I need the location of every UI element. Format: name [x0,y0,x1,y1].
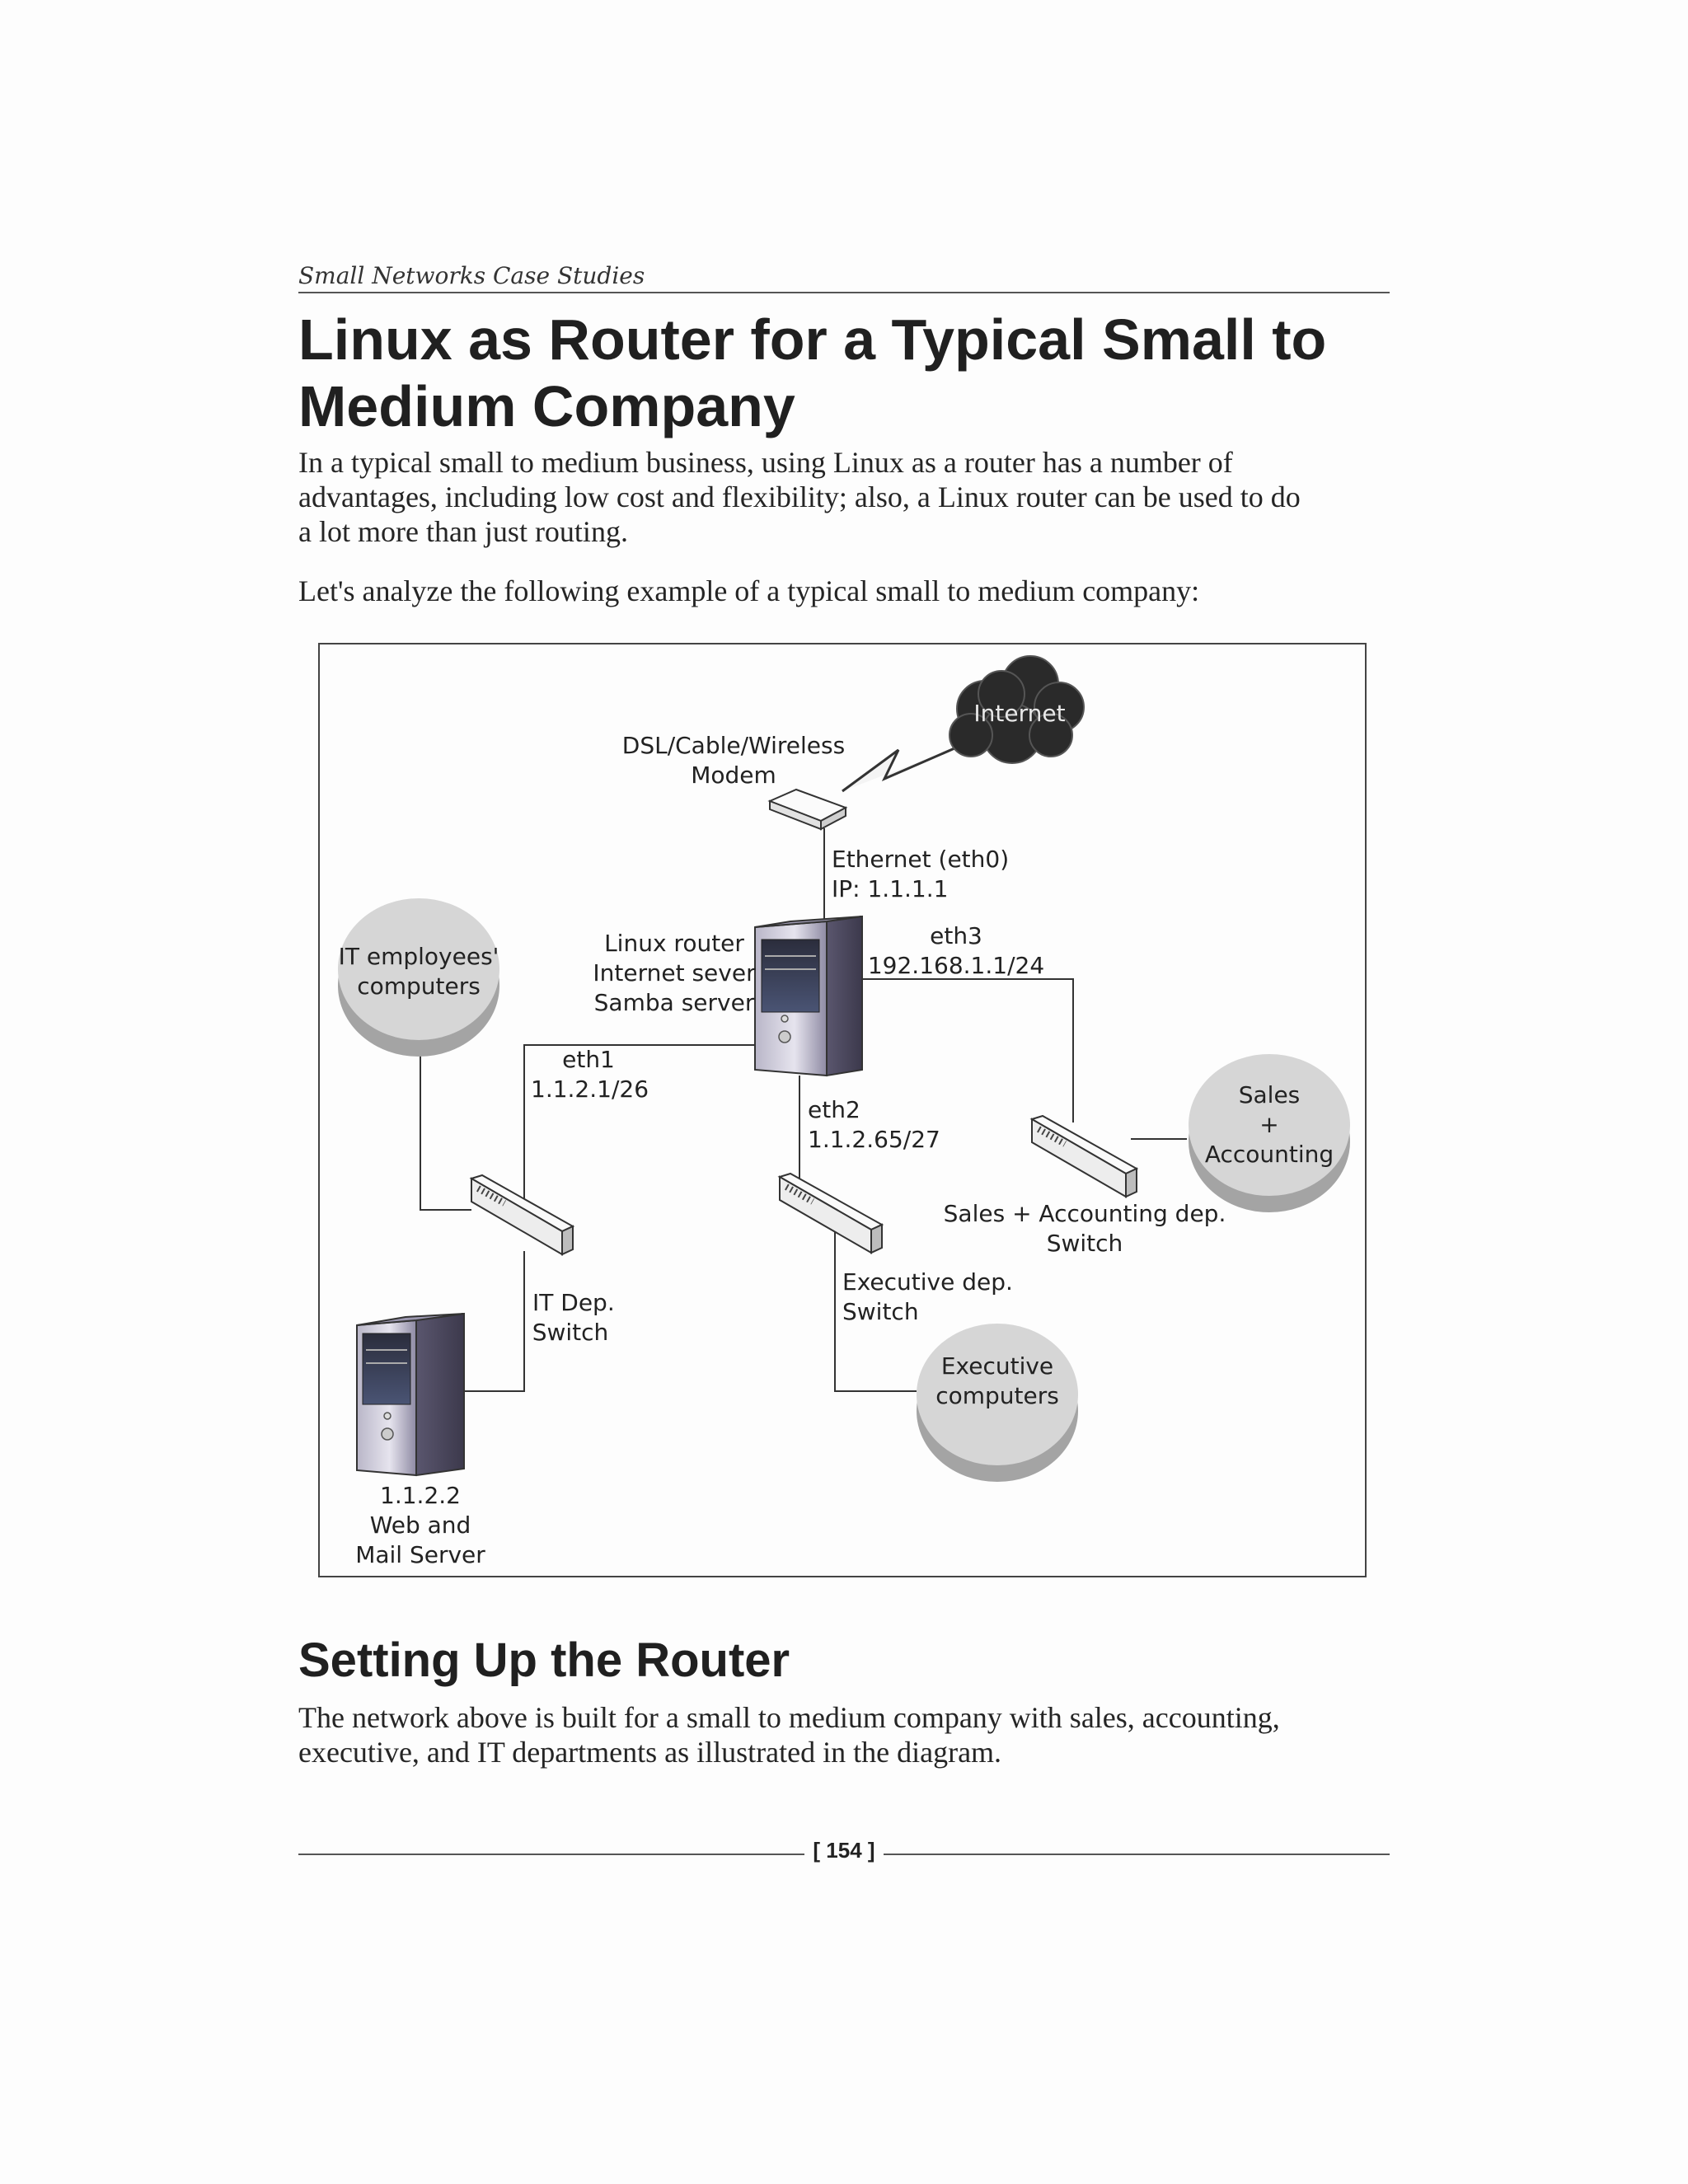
section-title: Setting Up the Router [298,1633,790,1687]
link-exec-switch-computers [834,1228,917,1392]
svg-text:Internet sever: Internet sever [593,959,756,987]
lead-in-paragraph: Let's analyze the following example of a… [298,574,1200,607]
it-switch-icon [469,1174,575,1256]
internet-cloud: Internet [949,655,1085,764]
svg-text:1.1.2.2: 1.1.2.2 [380,1482,461,1509]
executive-switch-label: Executive dep. Switch [842,1268,1013,1325]
eth2-label: eth2 1.1.2.65/27 [808,1096,940,1153]
svg-text:Switch: Switch [532,1319,609,1346]
section-line: The network above is built for a small t… [298,1701,1280,1734]
svg-text:192.168.1.1/24: 192.168.1.1/24 [868,952,1044,979]
eth3-label: eth3 192.168.1.1/24 [868,922,1044,979]
footer-rule-right [884,1854,1390,1855]
link-it-switch-server [464,1251,525,1392]
svg-text:Switch: Switch [1047,1230,1123,1257]
it-computers-label: IT employees' computers [339,943,499,1000]
svg-text:Linux router: Linux router [604,930,744,957]
intro-line: advantages, including low cost and flexi… [298,480,1301,513]
footer-rule-left [298,1854,804,1855]
section-paragraph: The network above is built for a small t… [298,1700,1391,1769]
svg-text:computers: computers [935,1382,1059,1409]
internet-label: Internet [973,700,1065,727]
page-title: Linux as Router for a Typical Small to M… [298,307,1395,440]
section-line: executive, and IT departments as illustr… [298,1736,1002,1769]
eth1-label: eth1 1.1.2.1/26 [531,1046,649,1103]
svg-text:Accounting: Accounting [1205,1141,1334,1168]
modem-icon [767,788,848,831]
link-eth3 [862,978,1074,1122]
title-line: Linux as Router for a Typical Small to [298,307,1327,372]
svg-text:Executive dep.: Executive dep. [842,1268,1013,1296]
intro-line: a lot more than just routing. [298,515,628,548]
svg-text:Web and: Web and [370,1511,471,1539]
svg-text:eth1: eth1 [562,1046,615,1073]
svg-text:Modem: Modem [691,762,776,789]
sales-switch-label: Sales + Accounting dep. Switch [944,1200,1226,1257]
svg-text:1.1.2.65/27: 1.1.2.65/27 [808,1126,940,1153]
svg-text:eth3: eth3 [930,922,982,949]
svg-text:DSL/Cable/Wireless: DSL/Cable/Wireless [622,732,845,759]
svg-text:eth2: eth2 [808,1096,860,1123]
sales-accounting-disc [1189,1054,1350,1212]
svg-text:computers: computers [357,972,481,1000]
svg-text:Ethernet (eth0): Ethernet (eth0) [832,846,1009,873]
svg-text:IT Dep.: IT Dep. [532,1289,615,1316]
modem-label: DSL/Cable/Wireless Modem [622,732,845,789]
running-head: Small Networks Case Studies [298,262,645,289]
intro-line: In a typical small to medium business, u… [298,446,1233,479]
link-it-computers [420,1055,471,1211]
svg-text:IP: 1.1.1.1: IP: 1.1.1.1 [832,875,948,902]
link-eth1 [523,1044,755,1228]
network-links [420,828,1187,1392]
page-number: [ 154 ] [813,1838,875,1863]
sales-switch-icon [1029,1114,1139,1198]
figure-frame [318,643,1367,1577]
svg-text:Mail Server: Mail Server [355,1541,485,1568]
svg-text:Samba server: Samba server [594,989,755,1016]
executive-computers-label: Executive computers [935,1352,1059,1409]
executive-computers-disc [917,1324,1078,1482]
executive-switch-icon [777,1172,884,1254]
header-rule [298,292,1390,293]
svg-text:+: + [1259,1111,1278,1138]
svg-text:IT employees': IT employees' [339,943,499,970]
sales-accounting-label: Sales + Accounting [1205,1081,1334,1168]
eth0-label: Ethernet (eth0) IP: 1.1.1.1 [832,846,1009,902]
title-line: Medium Company [298,374,795,438]
web-server-label: 1.1.2.2 Web and Mail Server [355,1482,485,1568]
web-server-icon [356,1312,465,1477]
router-label: Linux router Internet sever Samba server [593,930,756,1016]
svg-text:1.1.2.1/26: 1.1.2.1/26 [531,1076,649,1103]
svg-text:Executive: Executive [941,1352,1053,1380]
svg-text:Sales: Sales [1239,1081,1301,1108]
wireless-link [842,744,961,793]
svg-text:Switch: Switch [842,1298,919,1325]
svg-text:Sales + Accounting dep.: Sales + Accounting dep. [944,1200,1226,1227]
it-switch-label: IT Dep. Switch [532,1289,615,1346]
router-server-icon [754,915,863,1077]
intro-paragraph: In a typical small to medium business, u… [298,445,1391,549]
it-computers-disc [338,898,499,1057]
